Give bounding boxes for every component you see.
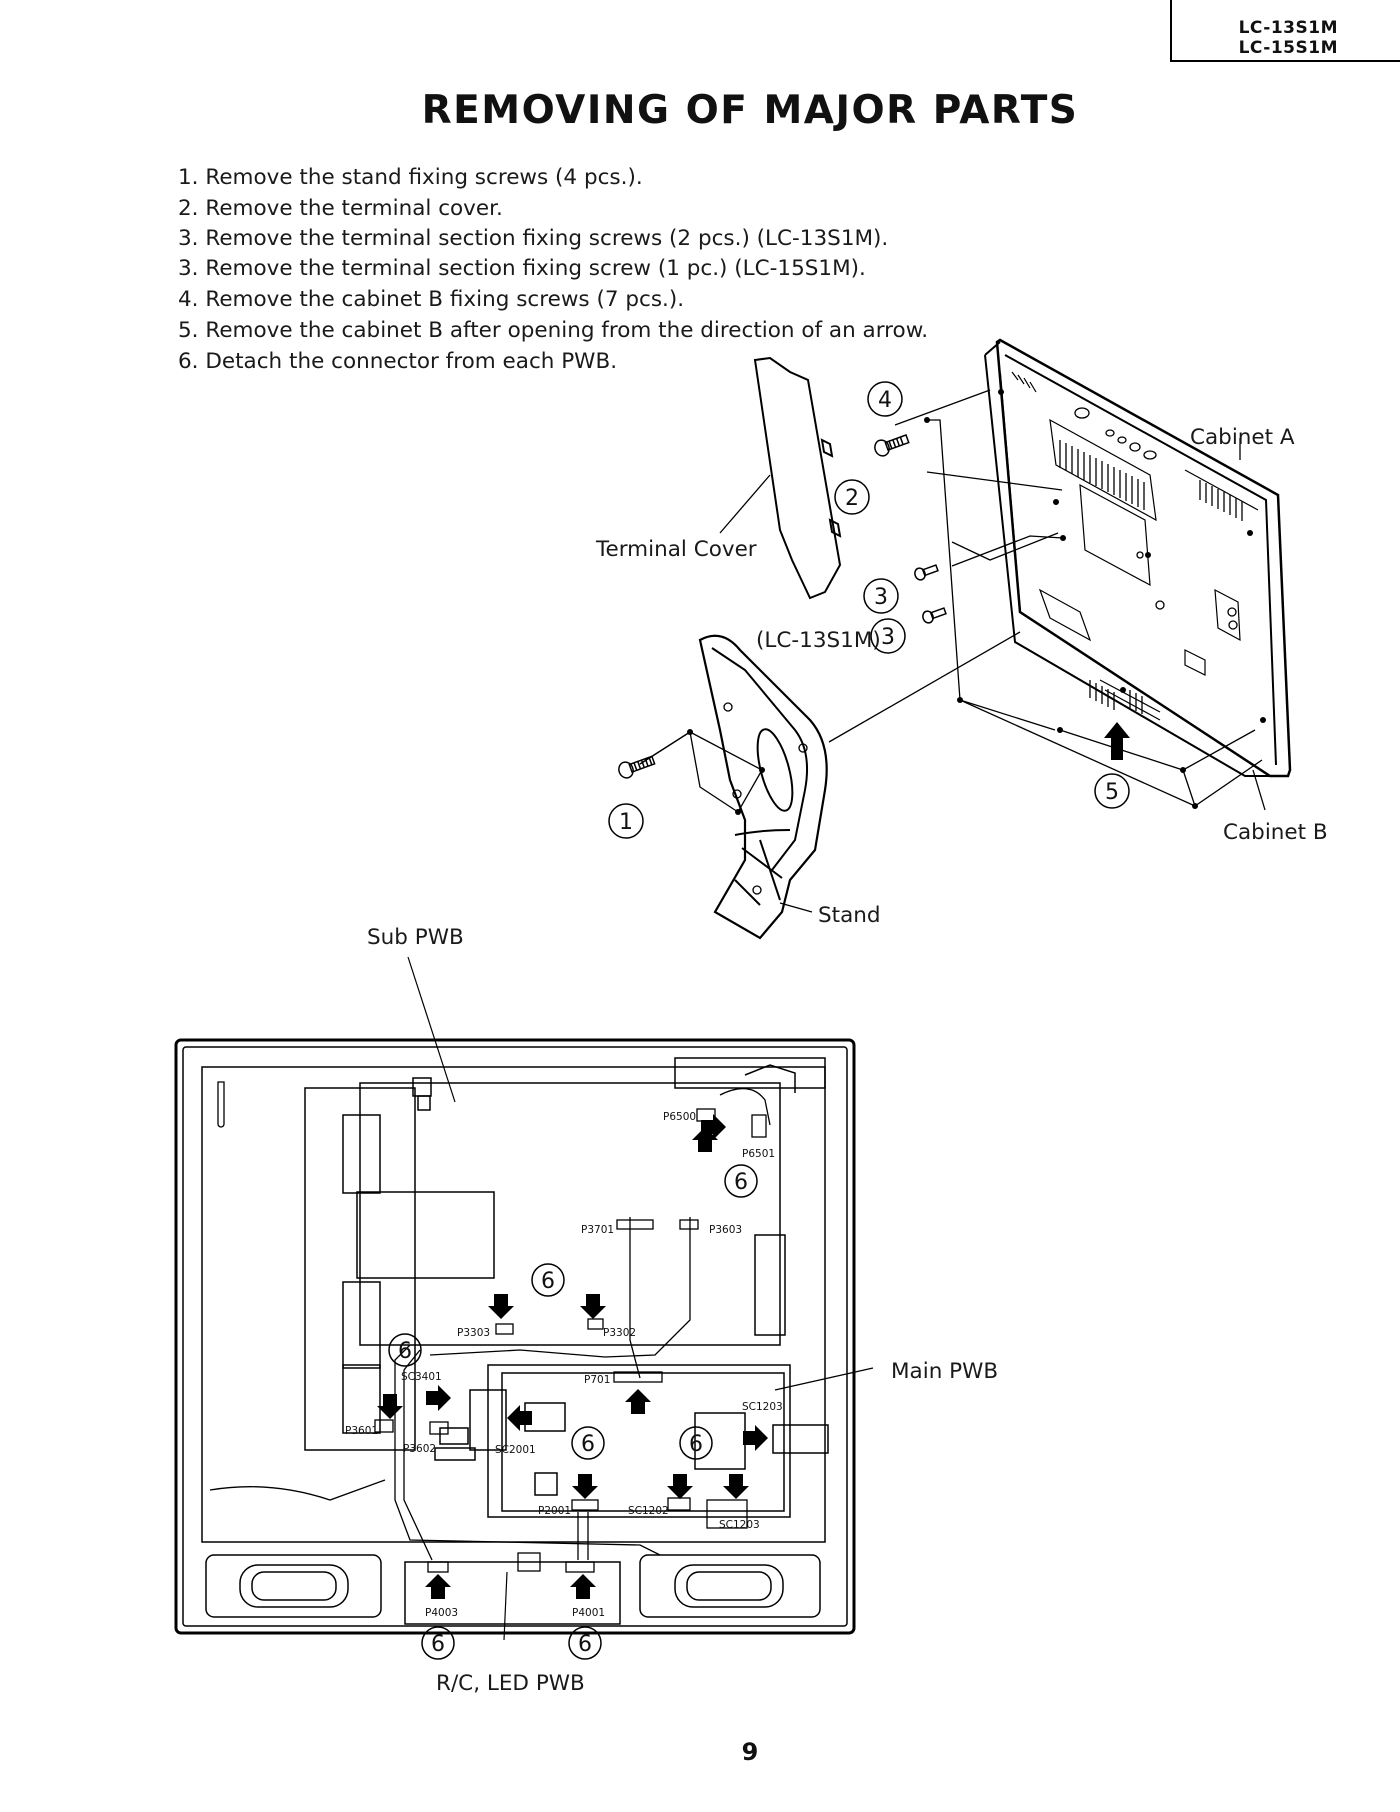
connector-label: P3603	[709, 1224, 742, 1236]
callout-5: 5	[1105, 780, 1119, 805]
label-rc-led-pwb: R/C, LED PWB	[436, 1671, 585, 1696]
speakers	[205, 1554, 821, 1618]
connector-label: P701	[584, 1374, 610, 1386]
terminal-cover-illustration	[753, 356, 842, 600]
callout-2: 2	[845, 486, 859, 511]
page-title: REMOVING OF MAJOR PARTS	[421, 88, 1079, 133]
instruction-step: 6. Detach the connector from each PWB.	[178, 349, 618, 374]
page-number: 9	[741, 1738, 759, 1766]
stand-illustration	[687, 634, 828, 940]
model-number-13: LC-13S1M	[1238, 18, 1338, 38]
connector-label: P3302	[603, 1327, 636, 1339]
exploded-view	[608, 338, 1292, 940]
connector-label: SC1203	[719, 1519, 760, 1531]
label-cabinet-b: Cabinet B	[1223, 820, 1328, 845]
callout-4: 4	[878, 388, 892, 413]
label-terminal-cover: Terminal Cover	[595, 537, 757, 562]
connector-label: SC1202	[628, 1505, 669, 1517]
screws	[618, 434, 947, 779]
step-6-marker: 6	[581, 1432, 595, 1457]
callout-3-lc13: 3	[881, 625, 895, 650]
callout-3: 3	[874, 585, 888, 610]
connector-label: P3701	[581, 1224, 614, 1236]
connector-label: P3601	[345, 1425, 378, 1437]
connector-label: SC1203	[742, 1401, 783, 1413]
rc-led-pwb-illustration	[404, 1561, 621, 1625]
cabinet-a-illustration	[984, 338, 1292, 778]
connector-label: P4001	[572, 1607, 605, 1619]
label-sub-pwb: Sub PWB	[367, 925, 464, 950]
pwb-layout-view	[174, 956, 874, 1641]
step-6-markers	[388, 1164, 758, 1660]
sub-pwb-illustration	[304, 1057, 826, 1451]
main-pwb-illustration	[434, 1364, 829, 1518]
connector-label: P6501	[742, 1148, 775, 1160]
step-6-marker: 6	[578, 1632, 592, 1657]
connector-label: P3602	[403, 1443, 436, 1455]
step-6-marker: 6	[398, 1339, 412, 1364]
connector-label: SC3401	[401, 1371, 442, 1383]
model-number-15: LC-15S1M	[1238, 38, 1338, 58]
connector-arrows	[377, 1114, 768, 1599]
instruction-list: 1. Remove the stand fixing screws (4 pcs…	[178, 162, 928, 377]
step-6-marker: 6	[431, 1632, 445, 1657]
step-6-marker: 6	[734, 1170, 748, 1195]
label-lc13-note: (LC-13S1M)	[756, 628, 881, 653]
step-6-marker: 6	[541, 1269, 555, 1294]
instruction-step: 3. Remove the terminal section fixing sc…	[178, 256, 866, 281]
instruction-step: 2. Remove the terminal cover.	[178, 196, 503, 221]
step-6-marker: 6	[689, 1432, 703, 1457]
connector-label: P4003	[425, 1607, 458, 1619]
model-number-box: LC-13S1M LC-15S1M	[1170, 0, 1400, 62]
instruction-step: 3. Remove the terminal section fixing sc…	[178, 226, 889, 251]
label-main-pwb: Main PWB	[891, 1359, 998, 1384]
label-cabinet-a: Cabinet A	[1190, 425, 1295, 450]
instruction-step: 5. Remove the cabinet B after opening fr…	[178, 318, 929, 343]
instruction-step: 1. Remove the stand fixing screws (4 pcs…	[178, 165, 643, 190]
connector-label: P2001	[538, 1505, 571, 1517]
connector-label: P3303	[457, 1327, 490, 1339]
label-stand: Stand	[818, 903, 881, 928]
instruction-step: 4. Remove the cabinet B fixing screws (7…	[178, 287, 685, 312]
callout-1: 1	[619, 810, 633, 835]
connector-label: P6500	[663, 1111, 696, 1123]
connector-label: SC2001	[495, 1444, 536, 1456]
